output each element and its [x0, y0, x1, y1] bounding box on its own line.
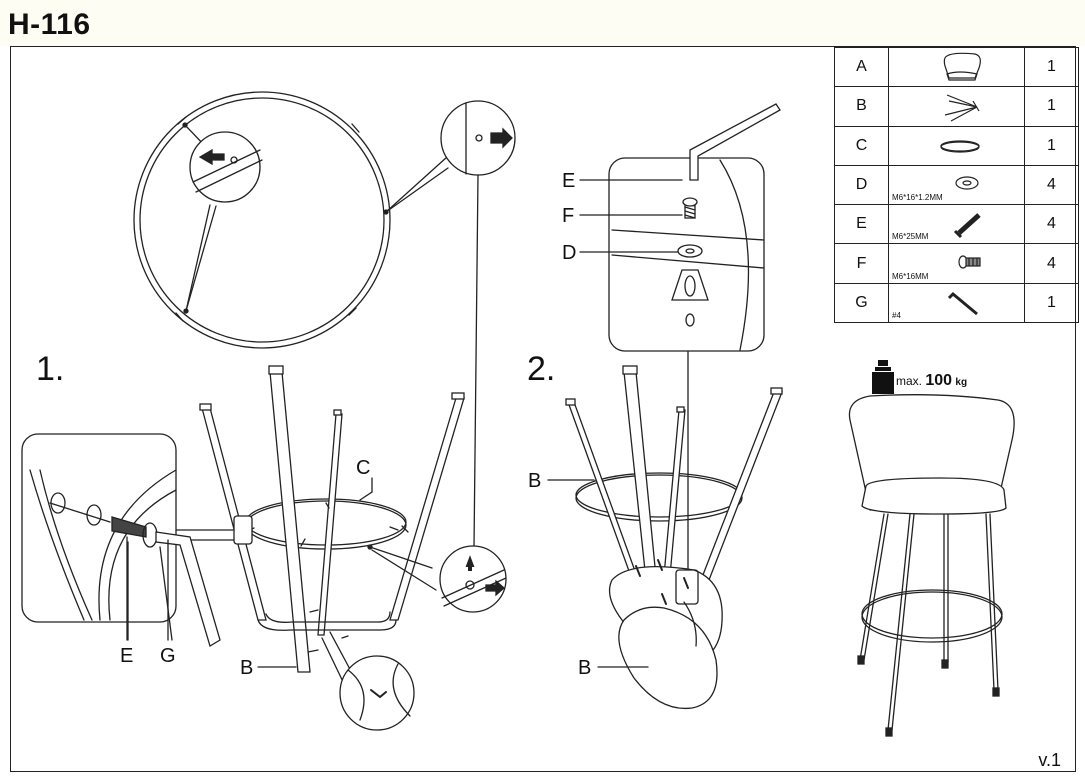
- parts-row: B 1: [834, 86, 1079, 127]
- washer-icon: [955, 176, 979, 190]
- part-quantity: 4: [1024, 243, 1079, 284]
- parts-row: C 1: [834, 125, 1079, 166]
- part-quantity: 1: [1024, 282, 1079, 324]
- callout-b-2: B: [528, 470, 542, 492]
- part-spec: M6*16*1.2MM: [892, 193, 943, 203]
- step1-frame: [175, 365, 507, 731]
- parts-row: E M6*25MM 4: [834, 204, 1079, 245]
- part-quantity: 1: [1024, 46, 1079, 88]
- step-1-number: 1.: [36, 350, 65, 388]
- callout-e: E: [120, 645, 134, 667]
- part-letter: D: [834, 164, 889, 206]
- short-bolt-icon: [958, 255, 981, 270]
- bolt-icon: [953, 213, 981, 239]
- parts-row: G #4 1: [834, 282, 1079, 324]
- part-letter: F: [834, 243, 889, 284]
- parts-row: F M6*16MM 4: [834, 243, 1079, 284]
- callout-g: G: [160, 645, 176, 667]
- step1-zoom-box: [21, 433, 221, 647]
- part-letter: A: [834, 46, 889, 88]
- max-load-prefix: max.: [896, 374, 923, 388]
- callout-leaders: [127, 179, 683, 668]
- part-quantity: 1: [1024, 125, 1079, 166]
- part-picture: M6*25MM: [888, 204, 1025, 245]
- part-letter: G: [834, 282, 889, 324]
- ring-detail-view: [133, 91, 516, 548]
- model-title: H-116: [8, 8, 91, 41]
- part-picture: [888, 125, 1025, 166]
- allen-key-icon: [947, 291, 978, 315]
- part-spec: #4: [892, 311, 901, 321]
- callout-b-3: B: [578, 657, 592, 679]
- step-2-number: 2.: [527, 350, 556, 388]
- max-load-label: max. 100 kg: [896, 372, 967, 390]
- part-letter: E: [834, 204, 889, 245]
- parts-table: A 1 B 1 C 1 D: [834, 46, 1079, 324]
- part-quantity: 4: [1024, 164, 1079, 206]
- seat-icon: [943, 52, 981, 81]
- part-picture: [888, 86, 1025, 127]
- max-load-value: 100: [925, 372, 953, 389]
- part-picture: [888, 46, 1025, 88]
- part-spec: M6*25MM: [892, 232, 929, 242]
- part-letter: B: [834, 86, 889, 127]
- max-load-unit: kg: [955, 377, 968, 388]
- weight-icon: [872, 360, 894, 394]
- part-quantity: 1: [1024, 86, 1079, 127]
- callout-b: B: [240, 657, 254, 679]
- instruction-frame: [10, 46, 1076, 772]
- part-spec: M6*16MM: [892, 271, 929, 281]
- callout-e-2: E: [562, 170, 576, 192]
- leg-frame-icon: [944, 94, 980, 122]
- header-band: [0, 0, 1085, 46]
- parts-row: D M6*16*1.2MM 4: [834, 164, 1079, 206]
- part-picture: M6*16MM: [888, 243, 1025, 284]
- parts-row: A 1: [834, 46, 1079, 88]
- part-picture: #4: [888, 282, 1025, 324]
- callout-c: C: [356, 457, 371, 479]
- step2-frame: [565, 365, 783, 710]
- part-letter: C: [834, 125, 889, 166]
- version-label: v.1: [1038, 750, 1061, 770]
- part-picture: M6*16*1.2MM: [888, 164, 1025, 206]
- part-quantity: 4: [1024, 204, 1079, 245]
- callout-d: D: [562, 242, 577, 264]
- max-load-note: max. 100 kg: [872, 360, 967, 399]
- callout-f: F: [562, 205, 575, 227]
- step2-zoom-box: [608, 103, 781, 575]
- assembled-stool: [848, 394, 1015, 737]
- ring-icon: [940, 139, 980, 153]
